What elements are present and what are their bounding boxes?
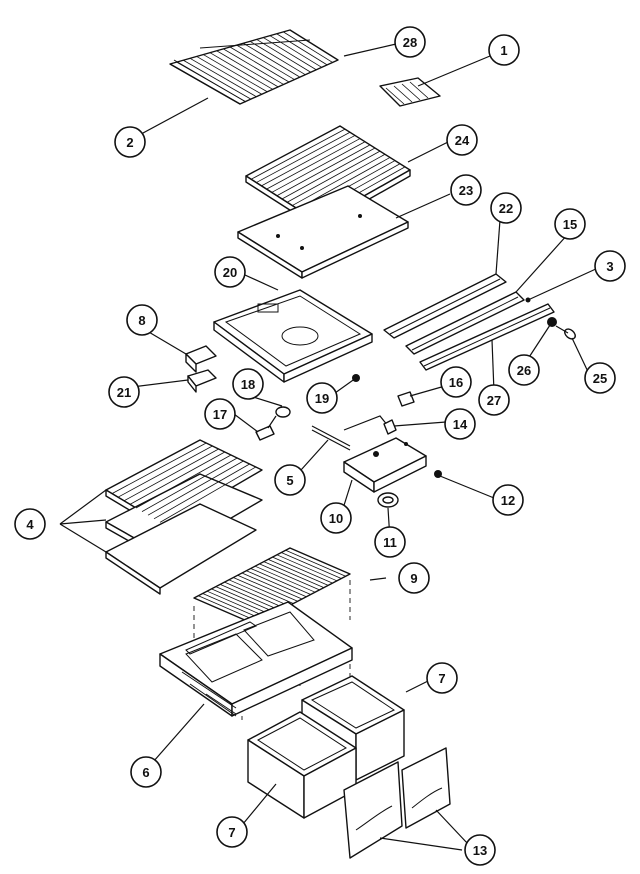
callout-13: 13 [464,834,496,866]
callout-3: 3 [594,250,626,282]
drawer-front-13-left [343,761,403,859]
callout-2: 2 [114,126,146,158]
callout-10: 10 [320,502,352,534]
callout-27: 27 [478,384,510,416]
svg-text:22: 22 [499,201,513,216]
svg-text:19: 19 [315,391,329,406]
callout-19: 19 [306,382,338,414]
callout-15: 15 [554,208,586,240]
svg-text:27: 27 [487,393,501,408]
part-18 [267,406,291,429]
svg-text:9: 9 [410,571,417,586]
part-17 [255,425,275,441]
svg-text:23: 23 [459,183,473,198]
part-21 [187,369,217,393]
housing-10 [343,437,427,493]
svg-text:14: 14 [453,417,468,432]
svg-text:2: 2 [126,135,133,150]
svg-text:20: 20 [223,265,237,280]
rail-27 [419,303,555,371]
svg-text:17: 17 [213,407,227,422]
screw-25 [555,325,576,340]
svg-text:3: 3 [606,259,613,274]
svg-text:11: 11 [383,535,397,550]
part-8 [185,345,217,373]
svg-text:25: 25 [593,371,607,386]
wire-shelf-2 [169,29,339,105]
svg-text:12: 12 [501,493,515,508]
shelves-4 [105,439,263,595]
svg-text:26: 26 [517,363,531,378]
svg-text:1: 1 [500,43,507,58]
callouts: 1 2 3 4 5 6 7 7 [14,26,626,866]
svg-text:5: 5 [286,473,293,488]
callout-7-left: 7 [216,816,248,848]
drawer-front-13-right [401,747,451,829]
callout-22: 22 [490,192,522,224]
callout-21: 21 [108,376,140,408]
callout-23: 23 [450,174,482,206]
svg-text:13: 13 [473,843,487,858]
svg-text:18: 18 [241,377,255,392]
crisper-drawer-7-left [247,711,357,819]
svg-text:16: 16 [449,375,463,390]
callout-9: 9 [398,562,430,594]
callout-8: 8 [126,304,158,336]
svg-text:21: 21 [117,385,131,400]
callout-20: 20 [214,256,246,288]
callout-18: 18 [232,368,264,400]
callout-16: 16 [440,366,472,398]
callout-26: 26 [508,354,540,386]
svg-text:8: 8 [138,313,145,328]
callout-24: 24 [446,124,478,156]
svg-text:7: 7 [228,825,235,840]
callout-11: 11 [374,526,406,558]
callout-7-right: 7 [426,662,458,694]
svg-text:28: 28 [403,35,417,50]
callout-28: 28 [394,26,426,58]
rod-5 [311,425,351,451]
callout-25: 25 [584,362,616,394]
svg-text:4: 4 [26,517,34,532]
svg-text:7: 7 [438,671,445,686]
rail-15 [405,291,525,355]
shelf-frame-23 [237,185,409,279]
clip-part-1 [379,77,441,107]
callout-1: 1 [488,34,520,66]
svg-text:15: 15 [563,217,577,232]
svg-text:10: 10 [329,511,343,526]
part-16 [397,391,415,407]
crisper-frame-6 [159,601,353,717]
callout-6: 6 [130,756,162,788]
svg-text:24: 24 [455,133,470,148]
callout-5: 5 [274,464,306,496]
callout-12: 12 [492,484,524,516]
callout-14: 14 [444,408,476,440]
callout-4: 4 [14,508,46,540]
rail-22 [383,273,507,339]
knob-11 [377,492,399,508]
cover-20 [213,289,373,383]
callout-17: 17 [204,398,236,430]
wire-14 [343,415,397,435]
svg-text:6: 6 [142,765,149,780]
